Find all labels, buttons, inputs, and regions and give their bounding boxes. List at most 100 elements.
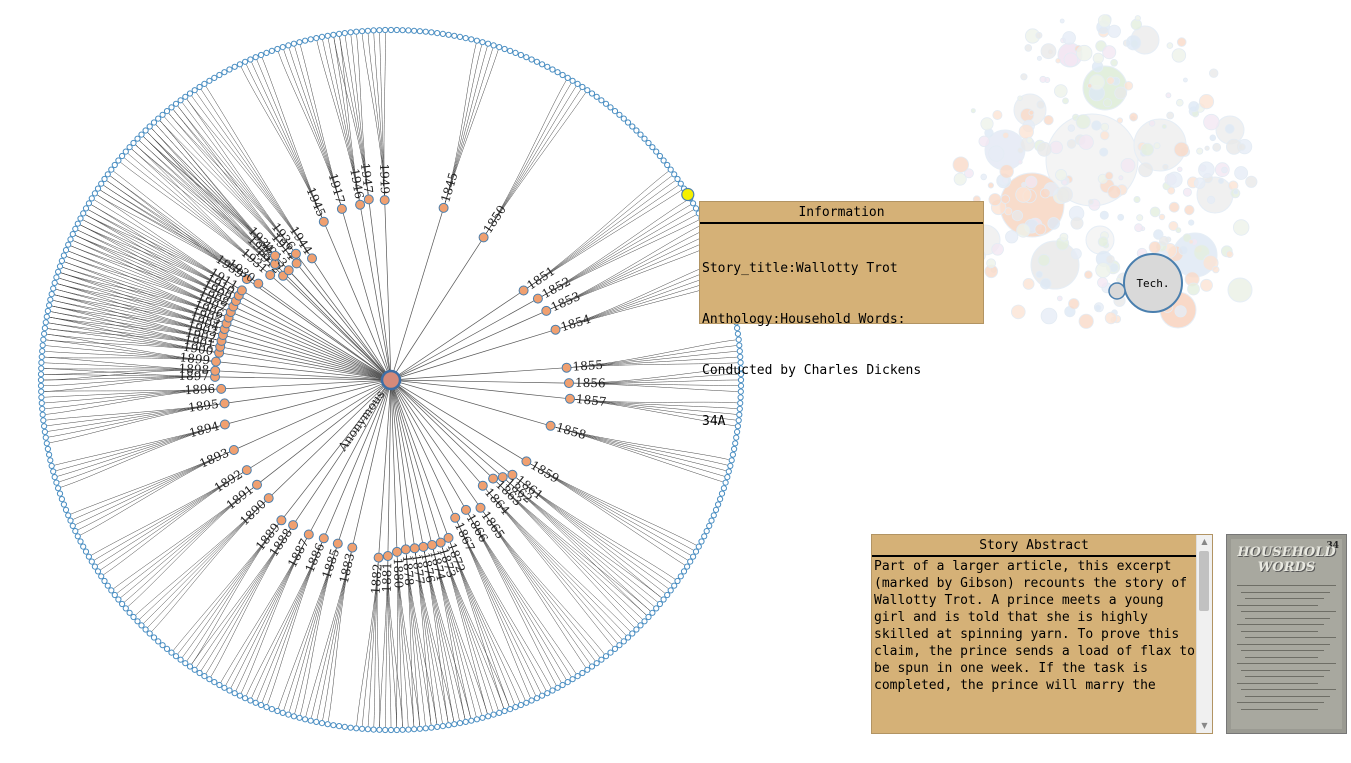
- story-leaf-node[interactable]: [347, 724, 354, 731]
- story-leaf-node[interactable]: [554, 684, 561, 691]
- story-leaf-node[interactable]: [146, 630, 153, 637]
- story-bubble[interactable]: [1035, 270, 1043, 279]
- story-bubble[interactable]: [1010, 304, 1026, 320]
- story-leaf-node[interactable]: [313, 35, 320, 42]
- story-bubble[interactable]: [980, 117, 994, 131]
- story-leaf-node[interactable]: [598, 656, 605, 663]
- story-leaf-node[interactable]: [710, 512, 717, 519]
- story-leaf-node[interactable]: [633, 626, 640, 633]
- year-node[interactable]: [318, 533, 329, 544]
- story-leaf-node[interactable]: [258, 701, 265, 709]
- story-leaf-node[interactable]: [186, 90, 194, 97]
- story-leaf-node[interactable]: [703, 528, 710, 535]
- story-leaf-node[interactable]: [330, 722, 337, 729]
- story-leaf-node[interactable]: [122, 605, 129, 612]
- story-leaf-node[interactable]: [485, 40, 492, 47]
- story-leaf-node[interactable]: [734, 330, 742, 337]
- story-bubble[interactable]: [1188, 101, 1200, 113]
- story-bubble[interactable]: [1059, 18, 1065, 24]
- story-bubble[interactable]: [1176, 98, 1184, 107]
- story-leaf-node[interactable]: [468, 36, 475, 43]
- story-leaf-node[interactable]: [263, 704, 270, 711]
- story-leaf-node[interactable]: [680, 568, 688, 575]
- story-bubble[interactable]: [953, 172, 967, 186]
- story-leaf-node[interactable]: [611, 645, 619, 653]
- year-node[interactable]: [332, 538, 343, 549]
- story-bubble[interactable]: [1107, 184, 1122, 199]
- story-leaf-node[interactable]: [47, 457, 54, 464]
- year-node[interactable]: [219, 398, 230, 409]
- story-bubble[interactable]: [1036, 100, 1045, 109]
- story-leaf-node[interactable]: [728, 457, 735, 464]
- year-node[interactable]: [550, 324, 561, 335]
- story-bubble[interactable]: [1063, 52, 1079, 68]
- story-leaf-node[interactable]: [564, 679, 571, 686]
- story-bubble[interactable]: [1218, 177, 1225, 184]
- story-leaf-node[interactable]: [490, 711, 497, 718]
- story-leaf-node[interactable]: [94, 185, 102, 192]
- story-leaf-node[interactable]: [150, 634, 158, 641]
- story-leaf-node[interactable]: [353, 725, 360, 732]
- story-bubble[interactable]: [1017, 95, 1023, 101]
- story-leaf-node[interactable]: [353, 28, 360, 35]
- story-bubble[interactable]: [1171, 48, 1187, 63]
- story-leaf-node[interactable]: [98, 573, 105, 580]
- story-bubble[interactable]: [1062, 31, 1076, 45]
- story-leaf-node[interactable]: [637, 131, 644, 138]
- story-leaf-node[interactable]: [115, 157, 122, 164]
- year-node[interactable]: [532, 293, 543, 304]
- year-node[interactable]: [521, 456, 532, 467]
- story-leaf-node[interactable]: [422, 28, 429, 35]
- story-leaf-node[interactable]: [77, 215, 84, 222]
- story-bubble[interactable]: [1198, 94, 1215, 110]
- category-bubble[interactable]: [1030, 240, 1080, 290]
- story-leaf-node[interactable]: [134, 135, 141, 142]
- story-leaf-node[interactable]: [67, 517, 74, 524]
- story-leaf-node[interactable]: [588, 663, 596, 670]
- story-leaf-node[interactable]: [559, 71, 566, 79]
- story-leaf-node[interactable]: [393, 26, 400, 34]
- story-leaf-node[interactable]: [336, 30, 343, 38]
- story-bubble[interactable]: [1039, 277, 1052, 290]
- story-bubble[interactable]: [991, 243, 1004, 256]
- year-node[interactable]: [236, 285, 247, 296]
- story-bubble[interactable]: [1026, 137, 1033, 144]
- story-leaf-node[interactable]: [485, 713, 492, 720]
- story-leaf-node[interactable]: [692, 205, 700, 212]
- story-leaf-node[interactable]: [159, 642, 166, 649]
- story-leaf-node[interactable]: [405, 27, 412, 34]
- story-bubble[interactable]: [1221, 166, 1228, 174]
- year-node[interactable]: [443, 532, 454, 543]
- story-bubble[interactable]: [1183, 77, 1188, 83]
- story-leaf-node[interactable]: [620, 638, 627, 645]
- story-bubble[interactable]: [1002, 131, 1010, 139]
- story-bubble[interactable]: [1116, 276, 1122, 283]
- story-bubble[interactable]: [1106, 76, 1115, 85]
- story-leaf-node[interactable]: [725, 468, 732, 475]
- story-bubble[interactable]: [1168, 220, 1179, 231]
- story-leaf-node[interactable]: [399, 27, 406, 34]
- story-leaf-node[interactable]: [584, 87, 591, 94]
- story-leaf-node[interactable]: [42, 319, 49, 326]
- story-leaf-node[interactable]: [399, 726, 406, 733]
- year-node[interactable]: [475, 502, 486, 513]
- story-leaf-node[interactable]: [501, 45, 508, 53]
- story-bubble[interactable]: [1188, 219, 1195, 226]
- story-leaf-node[interactable]: [737, 400, 744, 407]
- story-leaf-node[interactable]: [641, 135, 648, 142]
- story-leaf-node[interactable]: [242, 58, 249, 65]
- story-leaf-node[interactable]: [307, 36, 314, 43]
- story-leaf-node[interactable]: [376, 27, 383, 34]
- story-leaf-node[interactable]: [182, 660, 189, 667]
- story-leaf-node[interactable]: [737, 353, 744, 360]
- story-leaf-node[interactable]: [74, 220, 81, 227]
- year-node[interactable]: [355, 199, 366, 210]
- story-bubble[interactable]: [1084, 270, 1093, 280]
- story-bubble[interactable]: [1168, 201, 1180, 213]
- year-node[interactable]: [252, 479, 262, 490]
- story-bubble[interactable]: [1166, 111, 1175, 120]
- year-node[interactable]: [363, 194, 374, 205]
- story-bubble[interactable]: [1043, 115, 1054, 126]
- story-bubble[interactable]: [1099, 130, 1110, 141]
- story-bubble[interactable]: [1148, 241, 1162, 254]
